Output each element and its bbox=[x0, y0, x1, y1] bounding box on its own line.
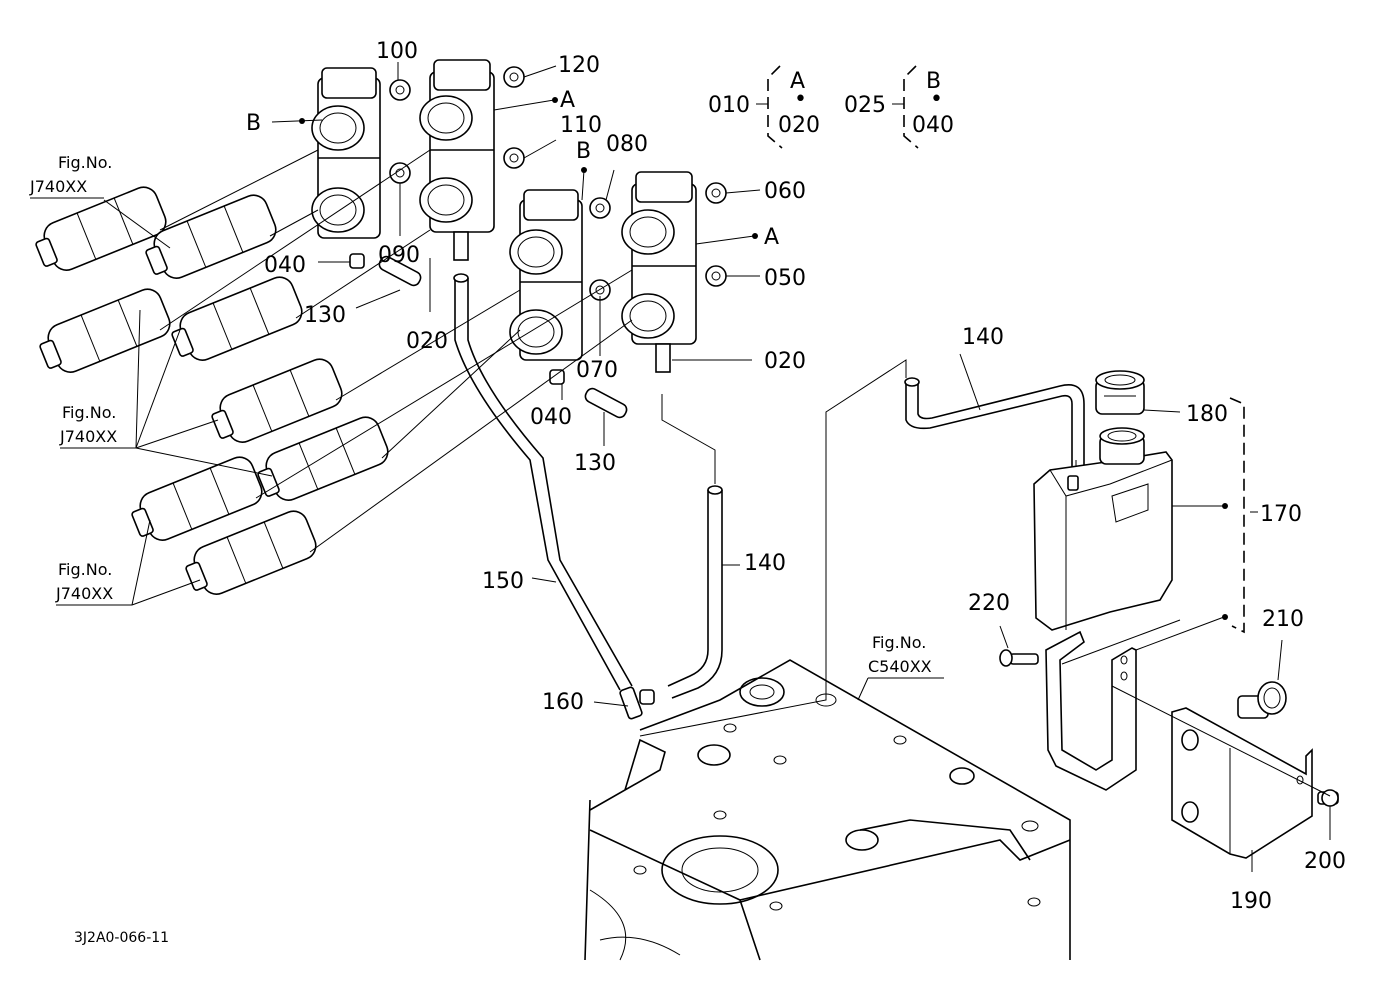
group2-code: 025 bbox=[844, 93, 886, 118]
callout-labels: 100 120 A 110 B 080 060 A 050 020 B 090 … bbox=[246, 39, 1346, 914]
callout-170: 170 bbox=[1260, 502, 1302, 527]
reservoir-170 bbox=[1033, 427, 1173, 631]
group-legend: 010 A • 020 025 B • 040 bbox=[708, 69, 954, 138]
callout-a-mid: A bbox=[764, 225, 779, 250]
bolt-220 bbox=[999, 649, 1039, 667]
group-brackets bbox=[756, 65, 919, 149]
drawing-code: 3J2A0-066-11 bbox=[74, 930, 169, 946]
callout-070: 070 bbox=[576, 358, 618, 383]
callout-140-top: 140 bbox=[962, 325, 1004, 350]
callout-040-left: 040 bbox=[264, 253, 306, 278]
fig-ref-2-code: J740XX bbox=[59, 427, 117, 446]
bracket-190 bbox=[1171, 707, 1313, 859]
callout-a-top: A bbox=[560, 88, 575, 113]
holder-strap bbox=[1045, 630, 1137, 791]
valve-block-left bbox=[311, 67, 381, 239]
callout-140-bottom: 140 bbox=[744, 551, 786, 576]
group1-dot: • bbox=[794, 87, 807, 112]
coupler-leaders bbox=[159, 149, 633, 553]
bolt-210 bbox=[1237, 681, 1287, 719]
callout-150: 150 bbox=[482, 569, 524, 594]
callout-220: 220 bbox=[968, 591, 1010, 616]
callout-060: 060 bbox=[764, 179, 806, 204]
callout-130-mid: 130 bbox=[574, 451, 616, 476]
valve-block-mid-2 bbox=[621, 171, 697, 373]
callout-110: 110 bbox=[560, 113, 602, 138]
engine-block bbox=[584, 659, 1071, 961]
valve-block-mid bbox=[509, 189, 583, 361]
valve-block-left-2 bbox=[419, 59, 495, 261]
hose-140-lower bbox=[667, 485, 723, 699]
callout-180: 180 bbox=[1186, 402, 1228, 427]
callout-040-mid: 040 bbox=[530, 405, 572, 430]
hose-150 bbox=[453, 273, 633, 691]
figure-references: Fig.No. J740XX Fig.No. J740XX Fig.No. J7… bbox=[29, 153, 932, 676]
callout-leaders bbox=[30, 62, 1331, 872]
group1-letter: A bbox=[790, 69, 805, 94]
washers bbox=[389, 66, 727, 301]
callout-090: 090 bbox=[378, 243, 420, 268]
callout-050: 050 bbox=[764, 266, 806, 291]
fig-ref-4-code: C540XX bbox=[868, 657, 932, 676]
group2-letter: B bbox=[926, 69, 941, 94]
quick-couplers bbox=[35, 186, 389, 595]
callout-100: 100 bbox=[376, 39, 418, 64]
fig-ref-4-label: Fig.No. bbox=[872, 633, 926, 652]
fig-ref-2-label: Fig.No. bbox=[62, 403, 116, 422]
callout-b-left: B bbox=[246, 111, 261, 136]
callout-160: 160 bbox=[542, 690, 584, 715]
cap-180 bbox=[1095, 370, 1145, 415]
dashed-routing bbox=[639, 359, 1077, 737]
group2-dot: • bbox=[930, 87, 943, 112]
tee-fitting-160 bbox=[619, 686, 655, 720]
fig-ref-3-code: J740XX bbox=[55, 584, 113, 603]
callout-130-left: 130 bbox=[304, 303, 346, 328]
fig-ref-3-label: Fig.No. bbox=[58, 560, 112, 579]
callout-080: 080 bbox=[606, 132, 648, 157]
group1-range-end: 020 bbox=[778, 113, 820, 138]
callout-120: 120 bbox=[558, 53, 600, 78]
fig-ref-1-label: Fig.No. bbox=[58, 153, 112, 172]
callout-020-right: 020 bbox=[764, 349, 806, 374]
group2-range-end: 040 bbox=[912, 113, 954, 138]
callout-020-left: 020 bbox=[406, 329, 448, 354]
nipples-and-pipes bbox=[349, 253, 628, 419]
fig-ref-1-code: J740XX bbox=[29, 177, 87, 196]
callout-210: 210 bbox=[1262, 607, 1304, 632]
callout-190: 190 bbox=[1230, 889, 1272, 914]
callout-b-mid: B bbox=[576, 139, 591, 164]
group1-code: 010 bbox=[708, 93, 750, 118]
hose-140-upper bbox=[904, 377, 1085, 476]
assembly-bracket-170 bbox=[1135, 397, 1258, 651]
bolt-200 bbox=[1317, 789, 1339, 807]
callout-200: 200 bbox=[1304, 849, 1346, 874]
